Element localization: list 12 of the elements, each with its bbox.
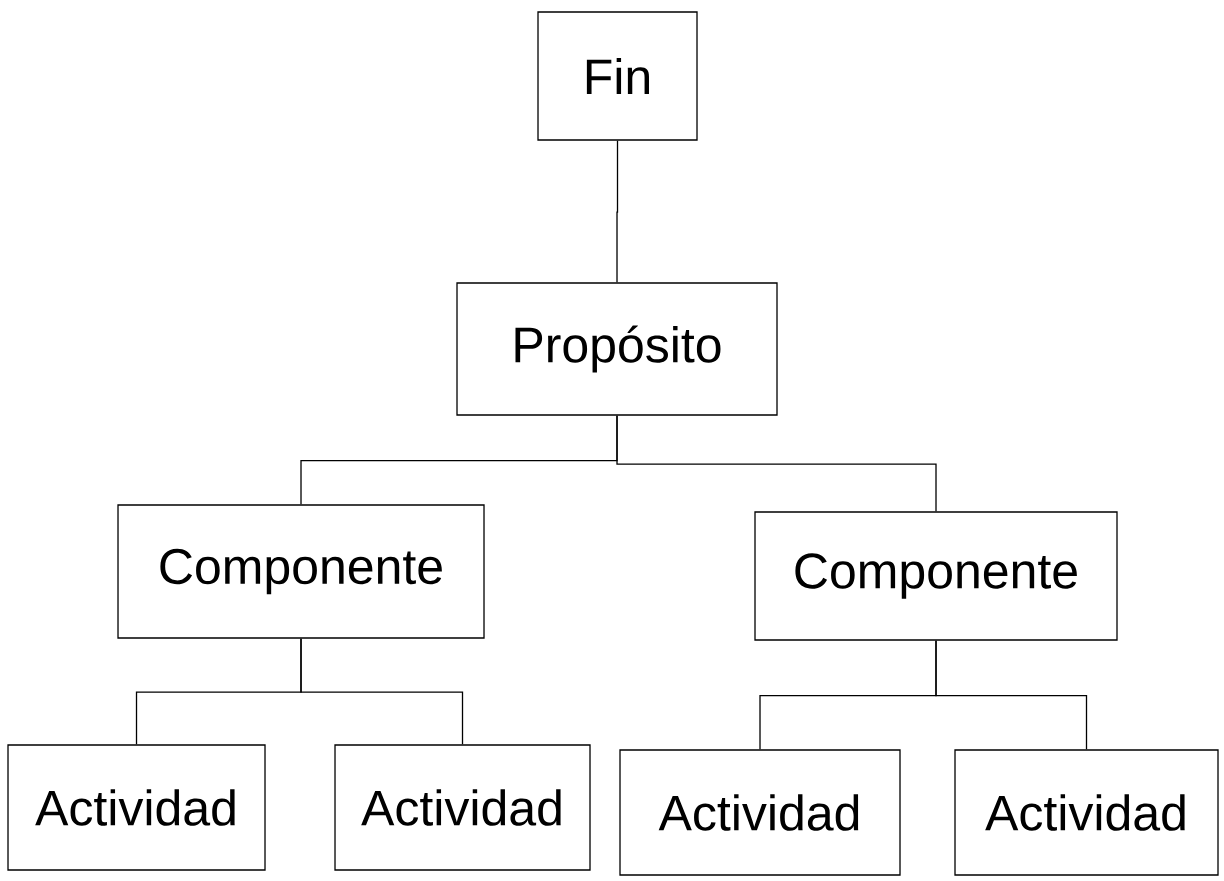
box: Componente (754, 511, 1118, 641)
box: Actividad (619, 749, 901, 876)
connector-line (616, 140, 619, 283)
box: Actividad (334, 744, 591, 871)
box: Fin (537, 11, 698, 141)
box: Componente (117, 504, 485, 639)
connector-line (935, 640, 1088, 750)
box: Actividad (954, 749, 1219, 876)
connector-line (616, 415, 937, 512)
box: Actividad (7, 744, 266, 871)
connector-line (300, 638, 464, 745)
box: Propósito (456, 282, 778, 416)
